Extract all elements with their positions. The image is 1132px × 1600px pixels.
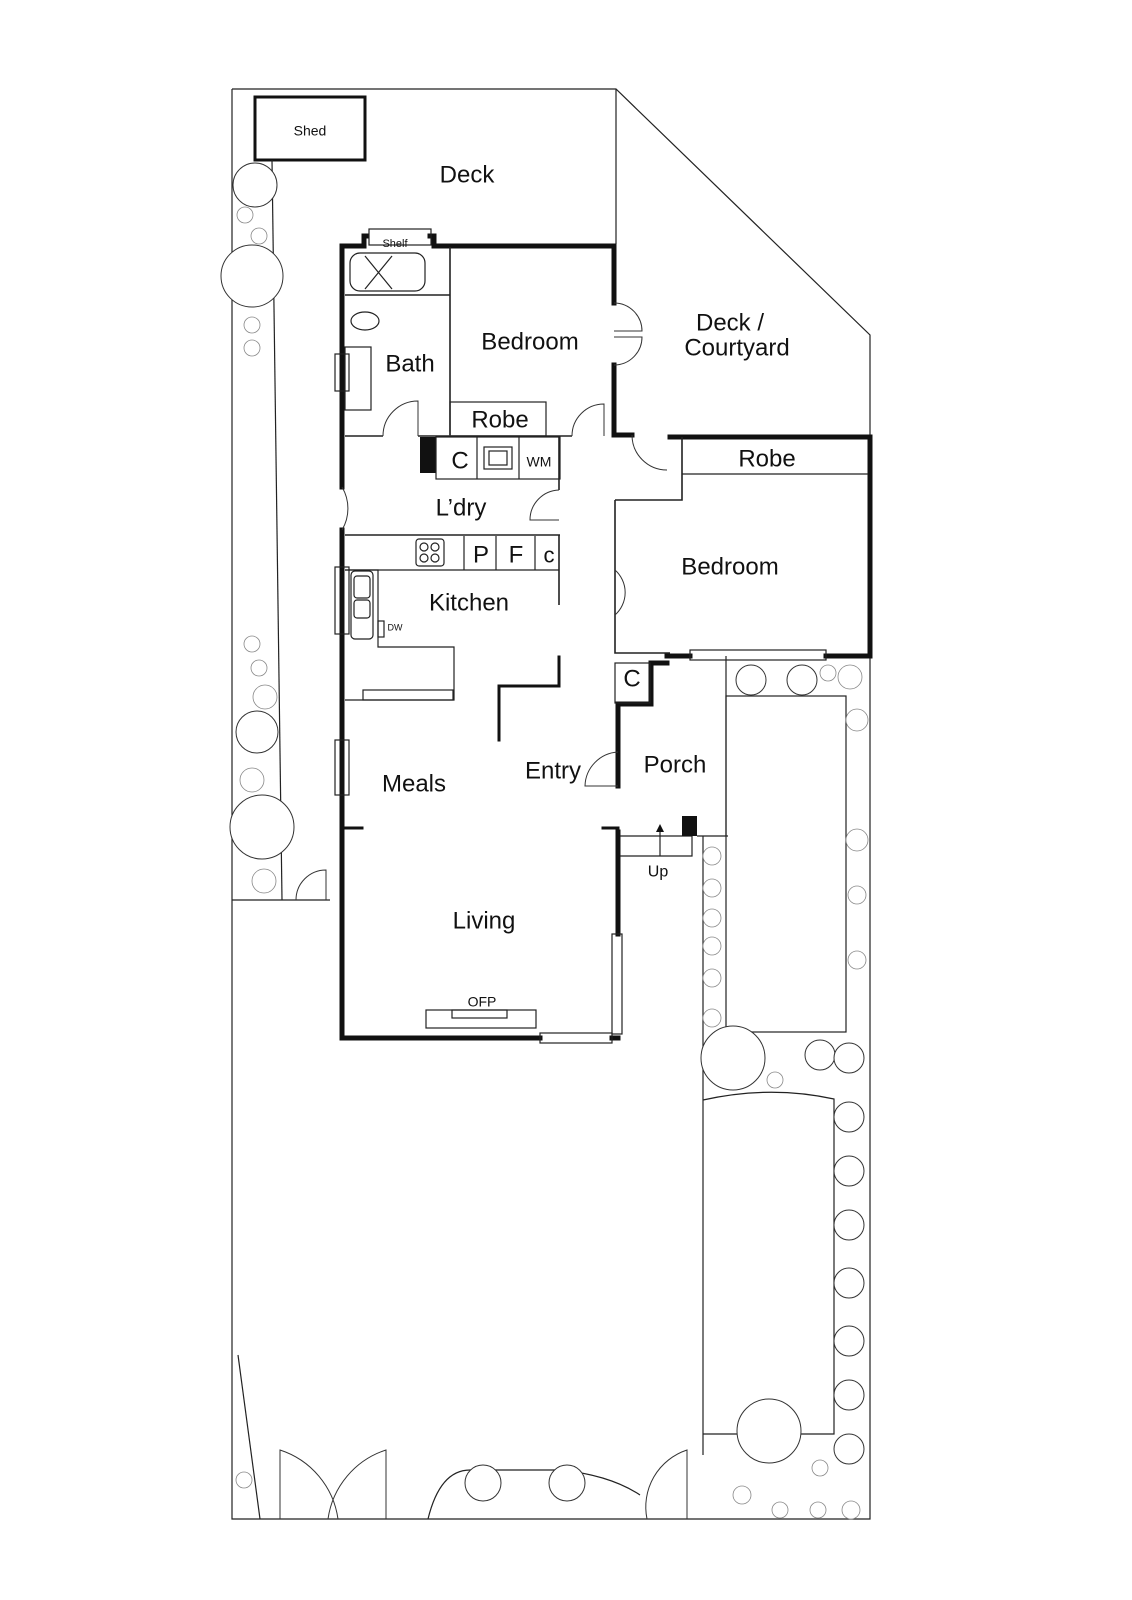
fixture-label-cupboard-laundry: C xyxy=(451,447,469,475)
room-label-entry: Entry xyxy=(524,757,582,785)
trees xyxy=(220,162,865,1502)
room-label-bedroom-2: Bedroom xyxy=(681,553,779,581)
room-label-bedroom-1: Bedroom xyxy=(481,328,579,356)
room-label-laundry: L’dry xyxy=(435,494,487,522)
fixture-label-dishwasher: DW xyxy=(387,622,403,633)
driveway xyxy=(237,656,847,1520)
fixture-label-shelf: Shelf xyxy=(382,238,408,251)
doors xyxy=(295,302,668,901)
room-label-deck: Deck xyxy=(439,161,495,189)
room-label-robe-1: Robe xyxy=(471,406,529,434)
room-label-deck-courtyard-1: Deck / xyxy=(695,309,765,337)
room-label-porch: Porch xyxy=(643,751,707,779)
room-label-bath: Bath xyxy=(385,350,435,378)
room-label-living: Living xyxy=(452,907,516,935)
property-boundary xyxy=(231,88,871,1520)
fixture-label-pantry: P xyxy=(472,541,490,569)
fixtures xyxy=(344,228,728,1029)
house-walls xyxy=(339,233,873,1041)
fixture-label-cupboard-entry: C xyxy=(623,665,641,693)
shrubs xyxy=(235,206,869,1520)
room-label-deck-courtyard-2: Courtyard xyxy=(684,334,790,362)
room-label-robe-2: Robe xyxy=(738,445,796,473)
room-label-shed: Shed xyxy=(293,122,327,139)
fixture-label-cupboard-kitchen: c xyxy=(543,542,555,568)
fixture-label-fireplace: OFP xyxy=(467,993,497,1010)
stair-label-up: Up xyxy=(647,863,669,881)
shed-outline xyxy=(253,95,367,162)
interior-walls xyxy=(343,247,868,830)
fixture-label-fridge: F xyxy=(508,541,524,569)
fixture-label-washing-machine: WM xyxy=(526,453,552,470)
room-label-kitchen: Kitchen xyxy=(428,589,510,617)
room-label-meals: Meals xyxy=(381,770,447,798)
windows xyxy=(334,353,827,1044)
